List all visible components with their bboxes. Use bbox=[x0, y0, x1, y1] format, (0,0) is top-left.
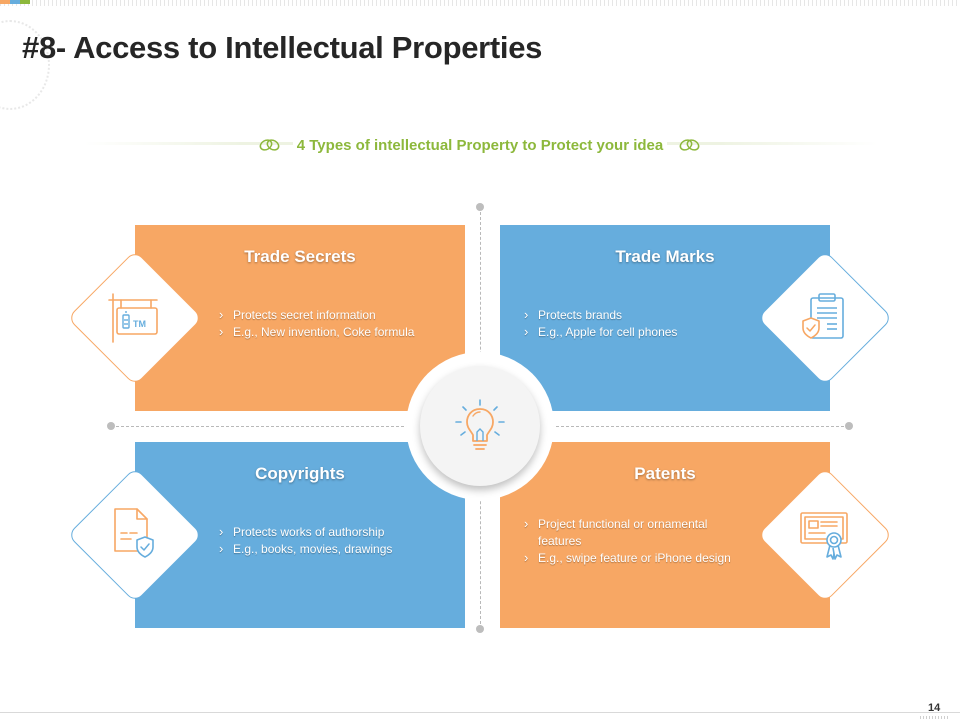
bullet-point: Project functional or ornamental feature… bbox=[524, 515, 744, 550]
quadrant-points: Project functional or ornamental feature… bbox=[524, 515, 744, 567]
axis-end-dot bbox=[845, 422, 853, 430]
center-circle bbox=[420, 366, 540, 486]
document-shield-icon bbox=[114, 508, 154, 558]
quadrant-points: Protects brands E.g., Apple for cell pho… bbox=[524, 306, 677, 341]
quadrant-points: Protects works of authorship E.g., books… bbox=[219, 523, 392, 558]
quadrant-title: Trade Marks bbox=[615, 247, 715, 266]
signboard-trademark-icon: TM bbox=[108, 293, 158, 343]
page-title: #8- Access to Intellectual Properties bbox=[22, 30, 543, 65]
quadrant-title: Trade Secrets bbox=[244, 247, 356, 266]
knot-right-icon bbox=[679, 139, 700, 151]
axis-end-dot bbox=[107, 422, 115, 430]
bottom-decor-dots bbox=[920, 716, 950, 719]
quadrant-title: Copyrights bbox=[255, 464, 345, 483]
bullet-point: E.g., New invention, Coke formula bbox=[219, 323, 414, 341]
axis-end-dot bbox=[476, 203, 484, 211]
quadrant-patents: Patents Project functional or ornamental… bbox=[500, 442, 830, 628]
svg-text:TM: TM bbox=[133, 319, 146, 329]
clipboard-shield-icon bbox=[802, 293, 844, 339]
page-number: 14 bbox=[928, 702, 941, 714]
subtitle-banner: 4 Types of intellectual Property to Prot… bbox=[240, 132, 720, 158]
certificate-ribbon-icon bbox=[800, 512, 848, 560]
knot-left-icon bbox=[259, 139, 280, 151]
bullet-point: E.g., books, movies, drawings bbox=[219, 540, 392, 558]
lightbulb-icon bbox=[455, 399, 505, 450]
quadrant-title: Patents bbox=[634, 464, 696, 483]
bullet-point: E.g., swipe feature or iPhone design bbox=[524, 549, 744, 567]
bullet-point: Protects works of authorship bbox=[219, 523, 392, 541]
top-accent-bar bbox=[0, 0, 30, 4]
top-decor-strip bbox=[0, 0, 960, 6]
bullet-point: Protects brands bbox=[524, 306, 677, 324]
quadrant-trade-secrets: Trade Secrets Protects secret informatio… bbox=[135, 225, 465, 411]
quadrant-points: Protects secret information E.g., New in… bbox=[219, 306, 414, 341]
bottom-rule bbox=[0, 712, 960, 713]
axis-end-dot bbox=[476, 625, 484, 633]
bullet-point: E.g., Apple for cell phones bbox=[524, 323, 677, 341]
bullet-point: Protects secret information bbox=[219, 306, 414, 324]
subtitle-text: 4 Types of intellectual Property to Prot… bbox=[292, 136, 668, 154]
